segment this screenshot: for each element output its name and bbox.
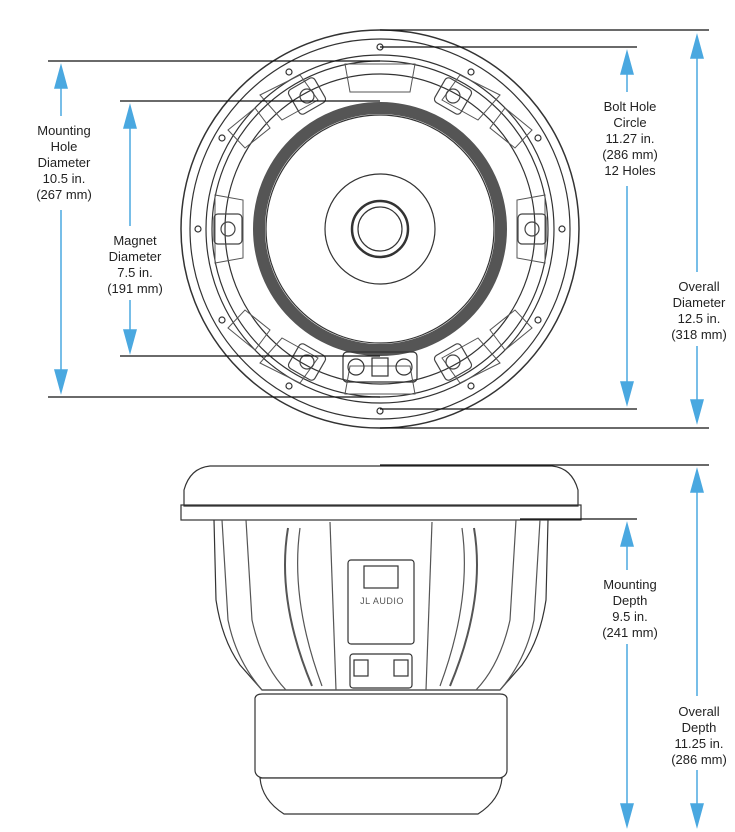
label-line: 10.5 in. (42, 171, 86, 186)
label-line: (318 mm) (671, 327, 727, 342)
label-line: (267 mm) (36, 187, 92, 202)
label-line: 12 Holes (604, 163, 656, 178)
cone (265, 114, 495, 344)
label-line: 7.5 in. (117, 265, 153, 280)
label-line: Hole (50, 139, 78, 154)
bolt-hole-circle-label: Bolt Hole Circle 11.27 in. (286 mm) 12 H… (590, 98, 670, 180)
basket-spokes (214, 63, 546, 395)
label-line: (286 mm) (602, 147, 658, 162)
label-line: Diameter (37, 155, 91, 170)
label-line: 11.25 in. (674, 736, 724, 751)
front-view-arrows (54, 33, 704, 425)
motor-bottom-cap (259, 777, 503, 815)
terminal-housing (347, 559, 415, 689)
surround (253, 102, 507, 356)
label-line: Diameter (672, 295, 726, 310)
label-line: (286 mm) (671, 752, 727, 767)
side-view-dimension-lines (380, 464, 709, 520)
frame-rim-2 (189, 38, 571, 420)
side-view-arrows (620, 467, 704, 829)
label-line: Mounting (603, 577, 657, 592)
label-line: 11.27 in. (605, 131, 655, 146)
mounting-hole-diameter-label: Mounting Hole Diameter 10.5 in. (267 mm) (22, 122, 106, 204)
motor-structure (254, 693, 508, 779)
overall-diameter-label: Overall Diameter 12.5 in. (318 mm) (660, 278, 735, 344)
label-line: Circle (613, 115, 647, 130)
label-line: (191 mm) (107, 281, 163, 296)
basket-side-spokes (221, 519, 541, 691)
label-line: Overall (678, 704, 720, 719)
mounting-flange (180, 504, 582, 521)
front-view-dimension-lines (48, 29, 709, 429)
frame-rim-3 (205, 54, 555, 404)
brand-text: JL AUDIO (360, 596, 404, 606)
cone-inner (324, 173, 436, 285)
magnet-diameter-label: Magnet Diameter 7.5 in. (191 mm) (96, 232, 174, 298)
mounting-depth-label: Mounting Depth 9.5 in. (241 mm) (590, 576, 670, 642)
overall-depth-label: Overall Depth 11.25 in. (286 mm) (660, 703, 735, 769)
label-line: Bolt Hole (603, 99, 657, 114)
bolt-holes (194, 43, 566, 415)
trim-ring (183, 465, 579, 507)
label-line: Depth (681, 720, 717, 735)
label-line: 9.5 in. (612, 609, 648, 624)
side-view (180, 465, 582, 815)
label-line: Magnet (113, 233, 157, 248)
label-line: Mounting (37, 123, 91, 138)
dust-cap-inner (357, 206, 403, 252)
basket-inner (224, 73, 536, 385)
mounting-tabs (213, 77, 547, 381)
terminal-block (342, 351, 418, 383)
label-line: 12.5 in. (677, 311, 721, 326)
label-line: Diameter (108, 249, 162, 264)
front-view (180, 29, 580, 429)
dust-cap (350, 199, 410, 259)
basket-body (213, 519, 549, 691)
label-line: (241 mm) (602, 625, 658, 640)
label-line: Depth (612, 593, 648, 608)
label-line: Overall (678, 279, 720, 294)
